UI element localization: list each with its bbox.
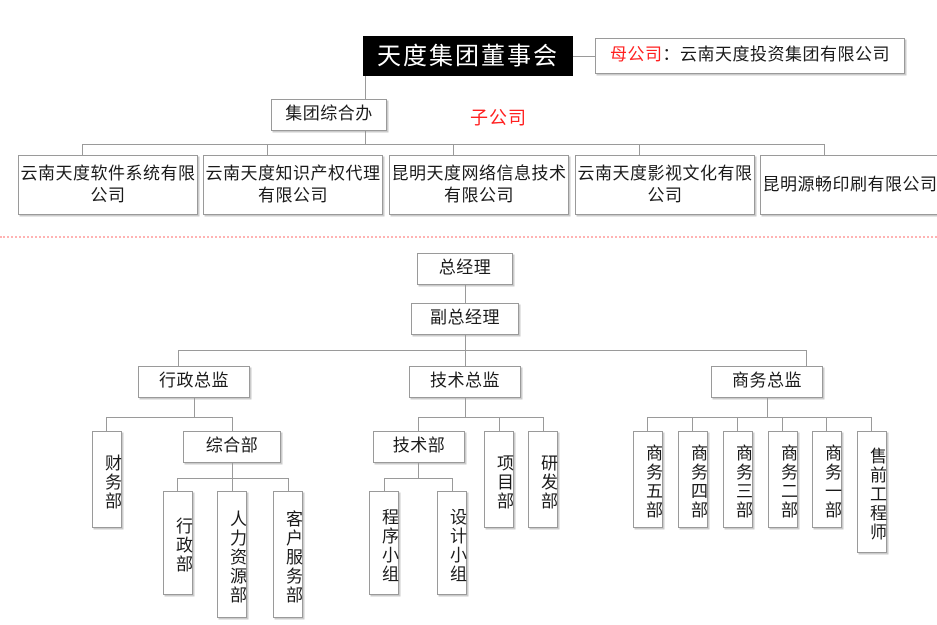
node-research-department[interactable]: 研发部: [528, 431, 558, 528]
connector-admin-spine: [194, 398, 195, 417]
connector-tech-dept-drop-1: [384, 478, 385, 491]
parent-company-name: 云南天度投资集团有限公司: [680, 45, 890, 66]
node-business-unit-2[interactable]: 商务二部: [768, 431, 798, 528]
node-parent-company[interactable]: 母公司：云南天度投资集团有限公司: [595, 38, 905, 74]
connector-business-drop-1: [647, 417, 648, 431]
node-board-of-directors[interactable]: 天度集团董事会: [363, 36, 573, 76]
connector-tech-dept-spine: [418, 463, 419, 478]
connector-general-affairs-spine: [232, 463, 233, 478]
connector-tech-dept-bus: [384, 478, 452, 479]
parent-company-tag: 母公司: [610, 45, 663, 66]
node-subsidiary-2[interactable]: 云南天度知识产权代理有限公司: [203, 155, 383, 215]
node-general-affairs-department[interactable]: 综合部: [183, 431, 281, 463]
connector-gm-to-dgm: [465, 285, 466, 303]
connector-subsidiary-drop-4: [639, 144, 640, 155]
node-subsidiary-1[interactable]: 云南天度软件系统有限公司: [18, 155, 198, 215]
connector-subsidiary-drop-2: [267, 144, 268, 155]
connector-tech-dept-drop-2: [452, 478, 453, 491]
connector-board-to-parent: [573, 56, 595, 57]
node-director-technology[interactable]: 技术总监: [409, 366, 521, 398]
node-subsidiary-4[interactable]: 云南天度影视文化有限公司: [575, 155, 755, 215]
node-director-admin[interactable]: 行政总监: [138, 366, 250, 398]
node-business-unit-1[interactable]: 商务一部: [812, 431, 842, 528]
node-director-business[interactable]: 商务总监: [711, 366, 823, 398]
node-business-unit-3[interactable]: 商务三部: [723, 431, 753, 528]
connector-subsidiary-drop-5: [824, 144, 825, 155]
node-deputy-general-manager[interactable]: 副总经理: [411, 303, 519, 335]
connector-business-drop-5: [826, 417, 827, 431]
node-project-department[interactable]: 项目部: [484, 431, 514, 528]
connector-admin-bus: [106, 417, 232, 418]
connector-business-drop-3: [737, 417, 738, 431]
connector-director-bus: [178, 350, 806, 351]
connector-director-drop-2: [465, 350, 466, 366]
connector-business-drop-6: [871, 417, 872, 431]
node-group-office[interactable]: 集团综合办: [271, 99, 387, 131]
connector-subsidiary-drop-1: [82, 144, 83, 155]
connector-business-drop-2: [692, 417, 693, 431]
connector-business-bus: [647, 417, 871, 418]
node-presales-engineer[interactable]: 售前工程师: [857, 431, 887, 553]
node-design-group[interactable]: 设计小组: [437, 491, 467, 595]
connector-tech-drop-3: [543, 417, 544, 431]
connector-subsidiary-drop-3: [453, 144, 454, 155]
connector-general-affairs-drop-3: [288, 478, 289, 491]
parent-company-separator: ：: [662, 45, 680, 66]
node-subsidiary-3[interactable]: 昆明天度网络信息技术有限公司: [389, 155, 569, 215]
connector-general-affairs-drop-2: [232, 478, 233, 491]
connector-tech-spine: [465, 398, 466, 417]
node-technology-department[interactable]: 技术部: [373, 431, 465, 463]
connector-general-affairs-drop-1: [177, 478, 178, 491]
node-business-unit-5[interactable]: 商务五部: [633, 431, 663, 528]
connector-business-drop-4: [782, 417, 783, 431]
connector-business-spine: [767, 398, 768, 417]
node-general-manager[interactable]: 总经理: [417, 253, 513, 285]
node-business-unit-4[interactable]: 商务四部: [678, 431, 708, 528]
node-programming-group[interactable]: 程序小组: [369, 491, 399, 595]
connector-tech-drop-1: [418, 417, 419, 431]
connector-director-drop-1: [178, 350, 179, 366]
node-finance-department[interactable]: 财务部: [92, 431, 122, 528]
connector-admin-drop-general-affairs: [232, 417, 233, 431]
label-subsidiary-tag: 子公司: [470, 108, 527, 129]
connector-tech-bus: [418, 417, 543, 418]
connector-director-drop-3: [806, 350, 807, 366]
node-human-resources-department[interactable]: 人力资源部: [217, 491, 247, 618]
section-divider: [0, 236, 937, 238]
connector-dgm-spine: [465, 335, 466, 350]
connector-admin-drop-finance: [106, 417, 107, 431]
node-administration-department[interactable]: 行政部: [163, 491, 193, 595]
node-subsidiary-5[interactable]: 昆明源畅印刷有限公司: [760, 155, 937, 215]
node-customer-service-department[interactable]: 客户服务部: [273, 491, 303, 618]
connector-tech-drop-2: [499, 417, 500, 431]
